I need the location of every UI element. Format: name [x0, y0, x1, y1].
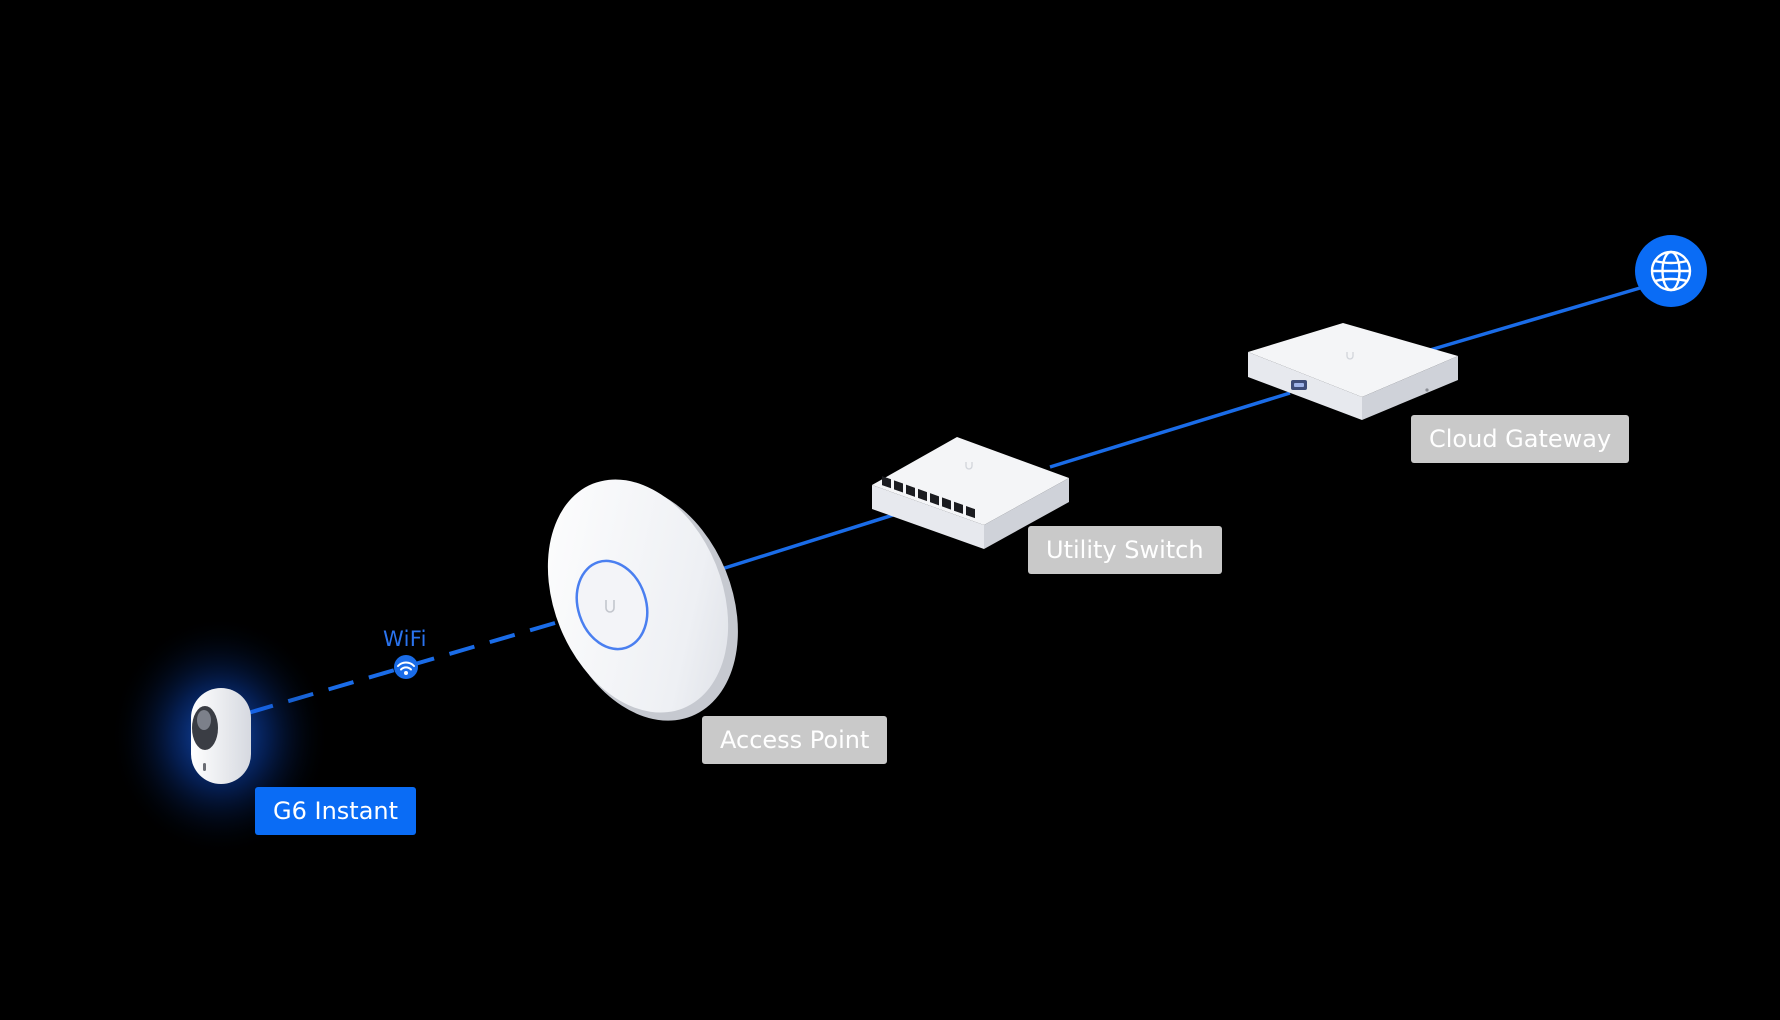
globe-icon	[1650, 250, 1692, 292]
gateway-top	[1248, 323, 1458, 397]
camera-indicator	[203, 763, 206, 771]
gateway-port-contacts	[1294, 383, 1304, 387]
switch-top	[872, 437, 1069, 525]
access-point-label: Access Point	[702, 716, 888, 764]
wifi-icon	[394, 655, 418, 679]
wifi-label: WiFi	[383, 627, 427, 651]
internet-node[interactable]	[1635, 235, 1707, 307]
link-gateway-to-switch	[1049, 391, 1291, 469]
link-internet-to-gateway	[1429, 286, 1641, 352]
switch-front-left	[872, 485, 984, 549]
switch-ports	[882, 476, 975, 519]
cloud-gateway-device[interactable]	[1248, 323, 1458, 420]
access-point-led-ring	[575, 559, 649, 651]
camera-device[interactable]	[191, 688, 251, 784]
gateway-logo	[1346, 352, 1354, 360]
camera-lens	[197, 710, 211, 730]
gateway-status-led	[1425, 388, 1429, 392]
access-point-device[interactable]	[515, 452, 772, 748]
utility-switch-label: Utility Switch	[1028, 526, 1222, 574]
utility-switch-device[interactable]	[872, 437, 1069, 549]
access-point-logo	[605, 600, 615, 613]
gateway-front-right	[1362, 356, 1458, 420]
camera-label: G6 Instant	[255, 787, 417, 835]
switch-front-right	[984, 478, 1069, 549]
cloud-gateway-label: Cloud Gateway	[1411, 415, 1630, 463]
switch-logo	[965, 462, 973, 470]
link-switch-to-ap	[711, 503, 926, 574]
